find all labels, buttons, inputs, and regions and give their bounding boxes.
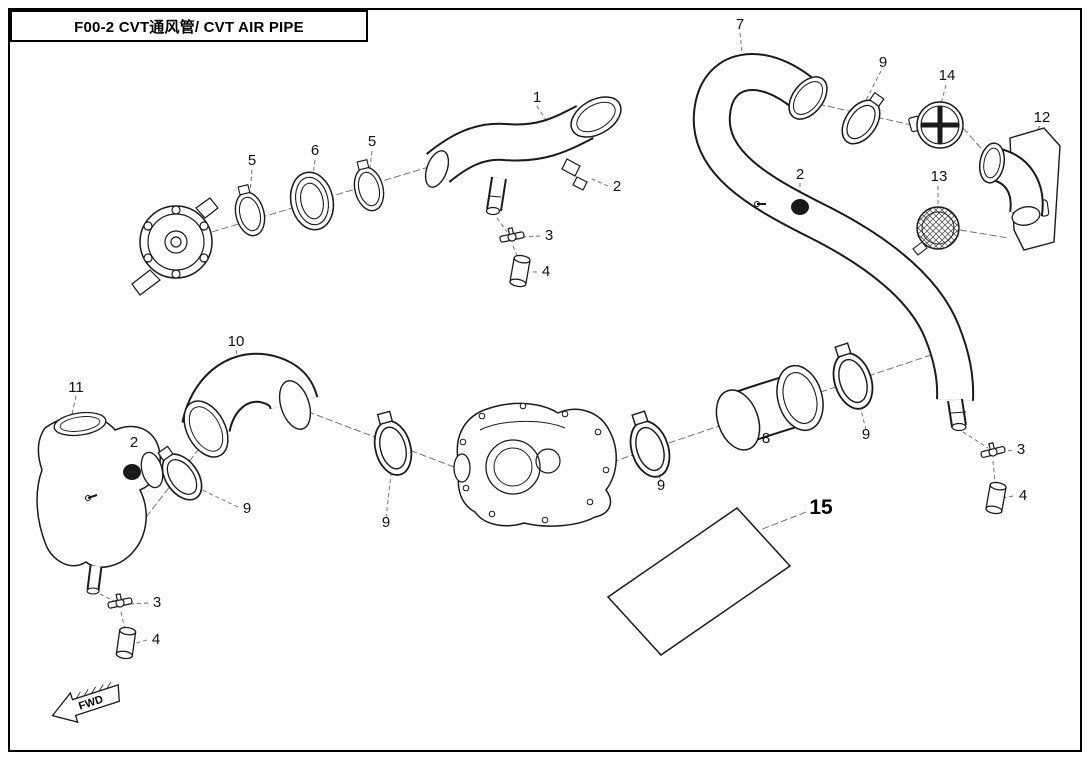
part-2-fitting-a	[561, 158, 588, 191]
part-10-duct	[181, 352, 319, 458]
callout-1: 1	[533, 89, 541, 106]
part-4-sleeve-a	[508, 253, 532, 289]
part-7-cvt-pipe	[692, 53, 975, 432]
page-border	[8, 8, 1082, 752]
fwd-arrow: FWD	[51, 681, 120, 724]
part-9-clamp-c	[365, 407, 418, 480]
part-3-bolt-a	[497, 225, 526, 245]
part-2-grommet-c	[84, 464, 141, 502]
callout-2-b: 2	[796, 166, 804, 183]
callout-10: 10	[228, 333, 245, 350]
part-6-connector	[289, 171, 335, 231]
callout-9-b: 9	[243, 500, 251, 517]
part-13-filter	[912, 206, 960, 256]
part-12-duct	[978, 127, 1061, 251]
callout-4-a: 4	[542, 263, 550, 280]
title-box: F00-2 CVT通风管/ CVT AIR PIPE	[10, 10, 368, 42]
part-5-clamp-b	[347, 156, 389, 215]
part-4-sleeve-b	[984, 480, 1008, 516]
callout-3-b: 3	[1017, 441, 1025, 458]
callout-9-e: 9	[862, 426, 870, 443]
part-15-label-sheet	[606, 507, 792, 656]
callout-13: 13	[931, 168, 948, 185]
part-8-boot	[715, 364, 824, 451]
part-left-cover	[131, 197, 219, 296]
callout-15: 15	[809, 496, 833, 519]
callout-5-b: 5	[368, 133, 376, 150]
callout-9-c: 9	[382, 514, 390, 531]
callout-2-a: 2	[613, 178, 621, 195]
part-9-clamp-d	[620, 406, 678, 483]
part-3-bolt-c	[105, 591, 134, 611]
part-1-air-pipe	[424, 96, 622, 216]
callout-2-c: 2	[130, 434, 138, 451]
callout-9-d: 9	[657, 477, 665, 494]
part-14-cover	[908, 101, 964, 149]
part-crankcase	[453, 402, 617, 527]
callout-8: 8	[762, 430, 770, 447]
callout-9-a: 9	[879, 54, 887, 71]
callout-4-b: 4	[1019, 487, 1027, 504]
callout-5-a: 5	[248, 152, 256, 169]
callout-3-c: 3	[153, 594, 161, 611]
callout-3-a: 3	[545, 227, 553, 244]
page-title: F00-2 CVT通风管/ CVT AIR PIPE	[74, 18, 304, 36]
part-3-bolt-b	[978, 439, 1007, 460]
callout-14: 14	[939, 67, 956, 84]
part-2-grommet-b	[753, 199, 809, 215]
callout-6: 6	[311, 142, 319, 159]
part-11-intake-duct	[36, 411, 164, 595]
part-4-sleeve-c	[115, 625, 137, 661]
callout-12: 12	[1034, 109, 1051, 126]
callout-4-c: 4	[152, 631, 160, 648]
callouts: 1 5 6 5 2 3 4 7 9 14 12 2 13 10 11 2 9 9…	[68, 16, 1050, 648]
callout-7: 7	[736, 16, 744, 33]
callout-11: 11	[68, 379, 84, 396]
part-5-clamp-a	[228, 181, 270, 240]
part-9-clamp-e	[823, 338, 881, 415]
